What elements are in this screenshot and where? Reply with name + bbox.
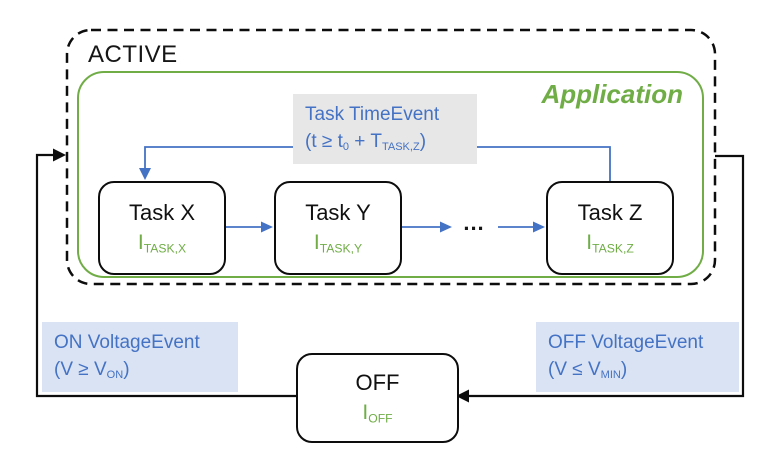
task-y-state: Task Y ITASK,Y <box>274 181 402 275</box>
task-z-state: Task Z ITASK,Z <box>546 181 674 275</box>
off-voltage-line2: (V ≤ VMIN) <box>548 359 628 382</box>
on-voltage-transition-line <box>35 153 296 398</box>
off-voltage-line1: OFF VoltageEvent <box>548 332 704 353</box>
taskx-to-tasky-arrowhead-icon <box>261 221 273 233</box>
task-y-current: ITASK,Y <box>313 230 363 256</box>
off-state-current: IOFF <box>362 400 393 426</box>
on-voltage-event-label: ON VoltageEvent (V ≥ VON) <box>42 322 238 392</box>
application-border <box>77 71 704 278</box>
on-voltage-line1: ON VoltageEvent <box>54 332 200 353</box>
active-state-label: ACTIVE <box>88 41 178 68</box>
off-state-title: OFF <box>355 369 400 395</box>
off-voltage-arrowhead-icon <box>456 389 469 403</box>
task-x-title: Task X <box>128 199 196 225</box>
time-event-line1: Task TimeEvent <box>305 104 440 125</box>
off-voltage-transition-line <box>469 154 745 398</box>
time-event-line2: (t ≥ t0 + TTASK,Z) <box>305 131 427 154</box>
on-voltage-arrowhead-icon <box>53 148 66 162</box>
task-x-state: Task X ITASK,X <box>98 181 226 275</box>
time-event-arrowhead-icon <box>139 168 151 180</box>
off-state: OFF IOFF <box>296 353 459 443</box>
tasky-to-ellipsis-arrowhead-icon <box>440 221 452 233</box>
task-z-current: ITASK,Z <box>586 230 634 256</box>
application-label: Application <box>541 79 683 109</box>
ellipsis-to-taskz-arrowhead-icon <box>533 221 545 233</box>
time-event-label: Task TimeEvent (t ≥ t0 + TTASK,Z) <box>293 94 477 164</box>
task-x-current: ITASK,X <box>137 230 187 256</box>
task-z-title: Task Z <box>577 199 643 225</box>
on-voltage-line2: (V ≥ VON) <box>54 359 130 382</box>
task-sequence-ellipsis: ... <box>463 210 485 235</box>
task-y-title: Task Y <box>305 199 371 225</box>
off-voltage-event-label: OFF VoltageEvent (V ≤ VMIN) <box>536 322 739 392</box>
active-state-border <box>65 28 717 286</box>
